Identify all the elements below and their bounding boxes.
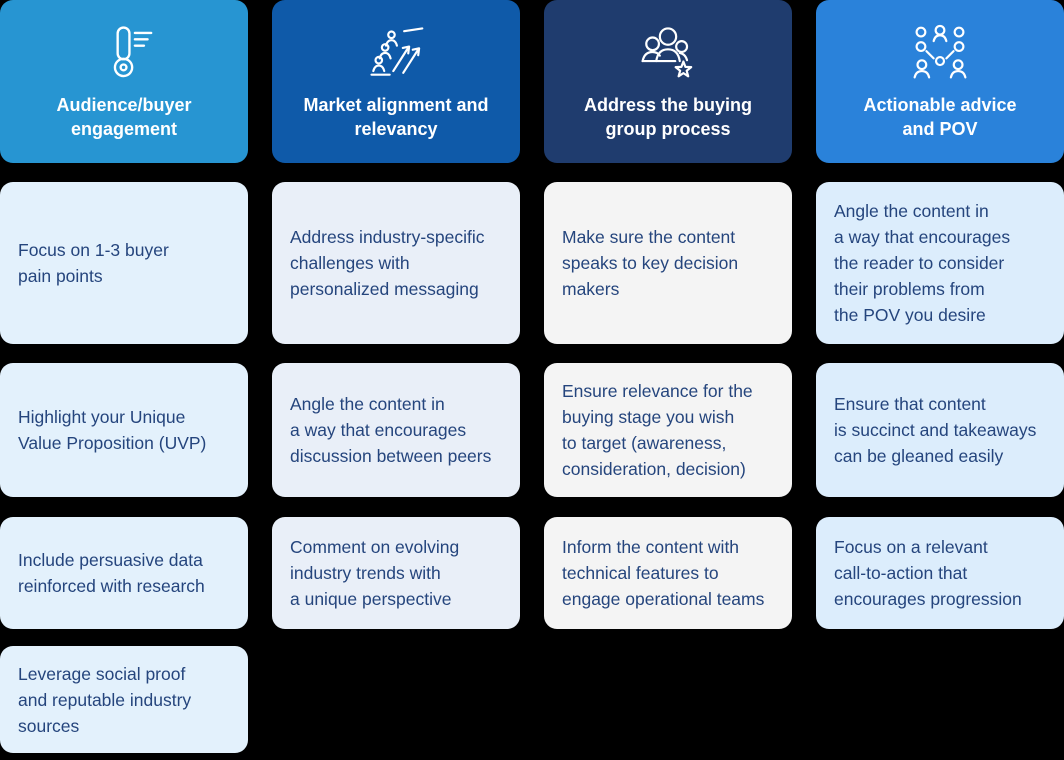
column-header: Audience/buyer engagement	[0, 0, 248, 163]
tip-text: Ensure that content is succinct and take…	[834, 394, 1037, 466]
tip-card: Focus on 1-3 buyer pain points	[0, 182, 248, 344]
tip-card: Comment on evolving industry trends with…	[272, 517, 520, 629]
tip-text: Address industry-specific challenges wit…	[290, 227, 485, 299]
tip-card: Make sure the content speaks to key deci…	[544, 182, 792, 344]
tip-card: Address industry-specific challenges wit…	[272, 182, 520, 344]
tip-card: Angle the content in a way that encourag…	[272, 363, 520, 497]
column-header: Market alignment and relevancy	[272, 0, 520, 163]
column-title: Audience/buyer engagement	[56, 95, 192, 139]
tip-text: Comment on evolving industry trends with…	[290, 537, 460, 609]
column-title: Actionable advice and POV	[863, 95, 1017, 139]
column-title: Market alignment and relevancy	[303, 95, 489, 139]
tip-text: Highlight your Unique Value Proposition …	[18, 407, 207, 453]
tip-text: Ensure relevance for the buying stage yo…	[562, 381, 753, 479]
tip-text: Angle the content in a way that encourag…	[290, 394, 492, 466]
column-buying-group-process: Address the buying group process Make su…	[544, 0, 792, 753]
tip-card: Angle the content in a way that encourag…	[816, 182, 1064, 344]
column-market-alignment-relevancy: Market alignment and relevancy Address i…	[272, 0, 520, 753]
tip-card: Ensure that content is succinct and take…	[816, 363, 1064, 497]
tip-card: Inform the content with technical featur…	[544, 517, 792, 629]
column-audience-buyer-engagement: Audience/buyer engagement Focus on 1-3 b…	[0, 0, 248, 753]
tip-text: Inform the content with technical featur…	[562, 537, 765, 609]
growth-stairs-icon	[367, 23, 425, 81]
tip-card: Focus on a relevant call-to-action that …	[816, 517, 1064, 629]
tip-card: Include persuasive data reinforced with …	[0, 517, 248, 629]
column-header: Address the buying group process	[544, 0, 792, 163]
tip-text: Leverage social proof and reputable indu…	[18, 663, 192, 736]
tip-text: Focus on a relevant call-to-action that …	[834, 537, 1022, 609]
column-actionable-advice-pov: Actionable advice and POV Angle the cont…	[816, 0, 1064, 753]
people-network-icon	[911, 23, 969, 81]
tip-text: Focus on 1-3 buyer pain points	[18, 240, 169, 286]
buying-group-star-icon	[639, 23, 697, 81]
column-header: Actionable advice and POV	[816, 0, 1064, 163]
tip-text: Make sure the content speaks to key deci…	[562, 227, 739, 299]
tip-text: Include persuasive data reinforced with …	[18, 550, 205, 596]
tip-card: Leverage social proof and reputable indu…	[0, 646, 248, 753]
column-title: Address the buying group process	[583, 95, 753, 139]
tip-card: Ensure relevance for the buying stage yo…	[544, 363, 792, 497]
tip-text: Angle the content in a way that encourag…	[834, 201, 1011, 325]
tip-card: Highlight your Unique Value Proposition …	[0, 363, 248, 497]
thermometer-icon	[95, 23, 153, 81]
